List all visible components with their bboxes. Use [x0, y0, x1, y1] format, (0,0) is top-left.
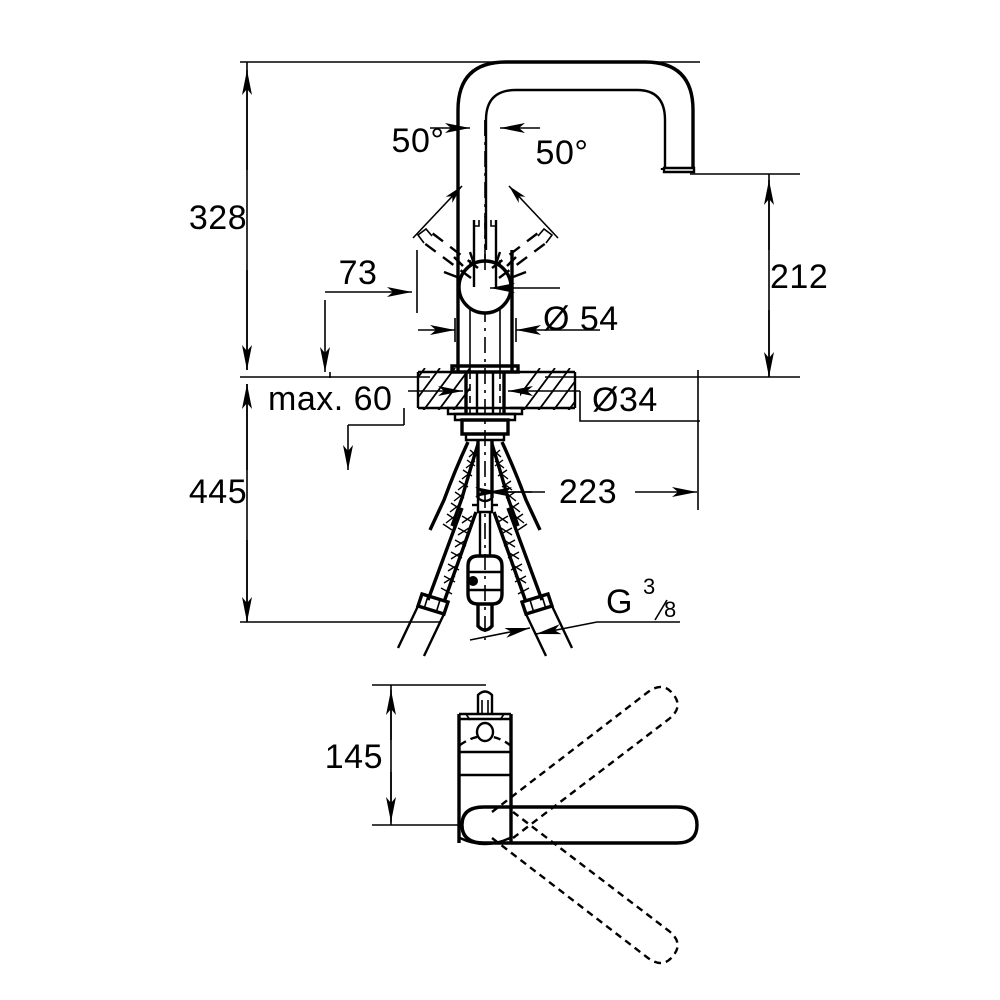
dim-d54-label: Ø 54 — [543, 300, 619, 338]
spout-inner — [484, 88, 667, 250]
hose-upper-right-outer — [500, 441, 542, 531]
plan-body-detail-circle — [475, 721, 495, 743]
thread-numerator-label: 3 — [643, 574, 655, 599]
weight-set-screw — [468, 576, 478, 586]
mounting-washer — [446, 406, 524, 416]
plan-top-tick-1 — [465, 713, 471, 721]
angle-leaders — [412, 120, 559, 239]
thread-callout: G 3 8 — [469, 574, 680, 641]
thread-fraction-slash — [654, 599, 668, 621]
elevation-view: 328 445 212 73 — [189, 60, 828, 657]
mounting-washer-2 — [453, 412, 517, 422]
dim-328-label: 328 — [189, 199, 247, 237]
locking-nut — [460, 418, 510, 436]
hose-tail-right-b — [524, 613, 548, 657]
hose-fitting-right-line — [541, 595, 547, 610]
dimension-145: 145 — [325, 685, 396, 825]
hose-braid-left — [442, 449, 478, 531]
threaded-shank — [446, 364, 524, 442]
angle-right-leader — [508, 185, 559, 239]
hose-lower-right-outer — [506, 507, 544, 601]
lever-up-cap-right — [490, 220, 496, 227]
weight-lower-stub — [476, 604, 494, 632]
dimension-d54: Ø 54 — [418, 283, 619, 342]
dim-d34-label: Ø34 — [592, 381, 658, 419]
spout-outer-left — [456, 60, 695, 250]
dim-d34-leader — [579, 391, 700, 422]
hose-fitting-right-line2 — [529, 599, 535, 614]
hose-tail-left-b — [422, 613, 446, 657]
dim-73-label: 73 — [339, 254, 378, 292]
lever-left-edge-a — [423, 242, 472, 279]
hose-upper-left-outer — [428, 441, 470, 531]
lever-left-cap — [416, 227, 433, 244]
hose-fitting-left-line — [423, 595, 429, 610]
pivot-tick-4 — [512, 270, 527, 279]
hose-fitting-left-line2 — [435, 599, 441, 614]
dim-max60-label: max. 60 — [268, 380, 392, 418]
lever-up-position — [472, 216, 498, 287]
lever-up-cap-left — [474, 220, 480, 227]
dimension-212: 212 — [764, 174, 828, 377]
base-flange — [450, 364, 520, 374]
plan-spout-center-outline — [484, 805, 699, 845]
pivot-tick-2 — [443, 270, 458, 279]
hose-braid-lower-left — [440, 515, 473, 595]
angle-right-label: 50° — [536, 134, 589, 172]
dimension-max60: max. 60 — [268, 372, 405, 470]
dimension-445: 445 — [189, 384, 252, 622]
plan-top-tick-2 — [499, 713, 505, 721]
hose-tail-left-a — [396, 605, 420, 649]
plan-faucet-body — [457, 690, 513, 846]
pivot-tick-3 — [506, 256, 517, 267]
lever-left-edge-b — [431, 232, 479, 269]
cartridge-weight — [466, 498, 504, 632]
plan-spout-center-pivot — [460, 805, 485, 845]
lever-right-position — [491, 227, 554, 279]
locking-nut-collar — [464, 432, 506, 442]
dim-145-label: 145 — [325, 738, 383, 776]
plan-spout-center — [460, 805, 699, 845]
lever-right-edge-b — [491, 232, 539, 269]
pivot-tick-1 — [453, 256, 464, 267]
weight-body — [466, 554, 504, 606]
dimension-d34: Ø34 — [408, 381, 700, 422]
lever-right-edge-a — [498, 242, 547, 279]
hose-braid-lower-right — [497, 515, 530, 595]
thread-leader-angled-2 — [469, 627, 531, 641]
angle-labels: 50° 50° — [392, 122, 589, 172]
thread-denominator-label: 8 — [664, 597, 676, 622]
thread-leader-angled — [535, 621, 598, 635]
spout-assembly — [456, 60, 696, 250]
flexible-hoses — [396, 440, 574, 657]
dim-445-label: 445 — [189, 473, 247, 511]
dimension-328: 328 — [189, 62, 252, 370]
lever-left-position — [416, 227, 479, 279]
plan-lever-stub — [476, 690, 494, 714]
dimension-223: 223 — [475, 473, 697, 511]
plan-view: 145 — [325, 684, 699, 965]
hose-lower-left-outer — [426, 507, 464, 601]
dim-212-label: 212 — [770, 258, 828, 296]
dim-223-label: 223 — [559, 473, 617, 511]
angle-left-label: 50° — [392, 122, 445, 160]
hose-tail-right-a — [550, 605, 574, 649]
spout-collar-top — [662, 166, 696, 174]
faucet-body-column — [456, 120, 514, 640]
lever-right-cap — [537, 227, 554, 244]
dimension-73: 73 — [320, 250, 418, 372]
thread-g-label: G — [606, 583, 633, 621]
angle-left-leader — [412, 185, 463, 239]
